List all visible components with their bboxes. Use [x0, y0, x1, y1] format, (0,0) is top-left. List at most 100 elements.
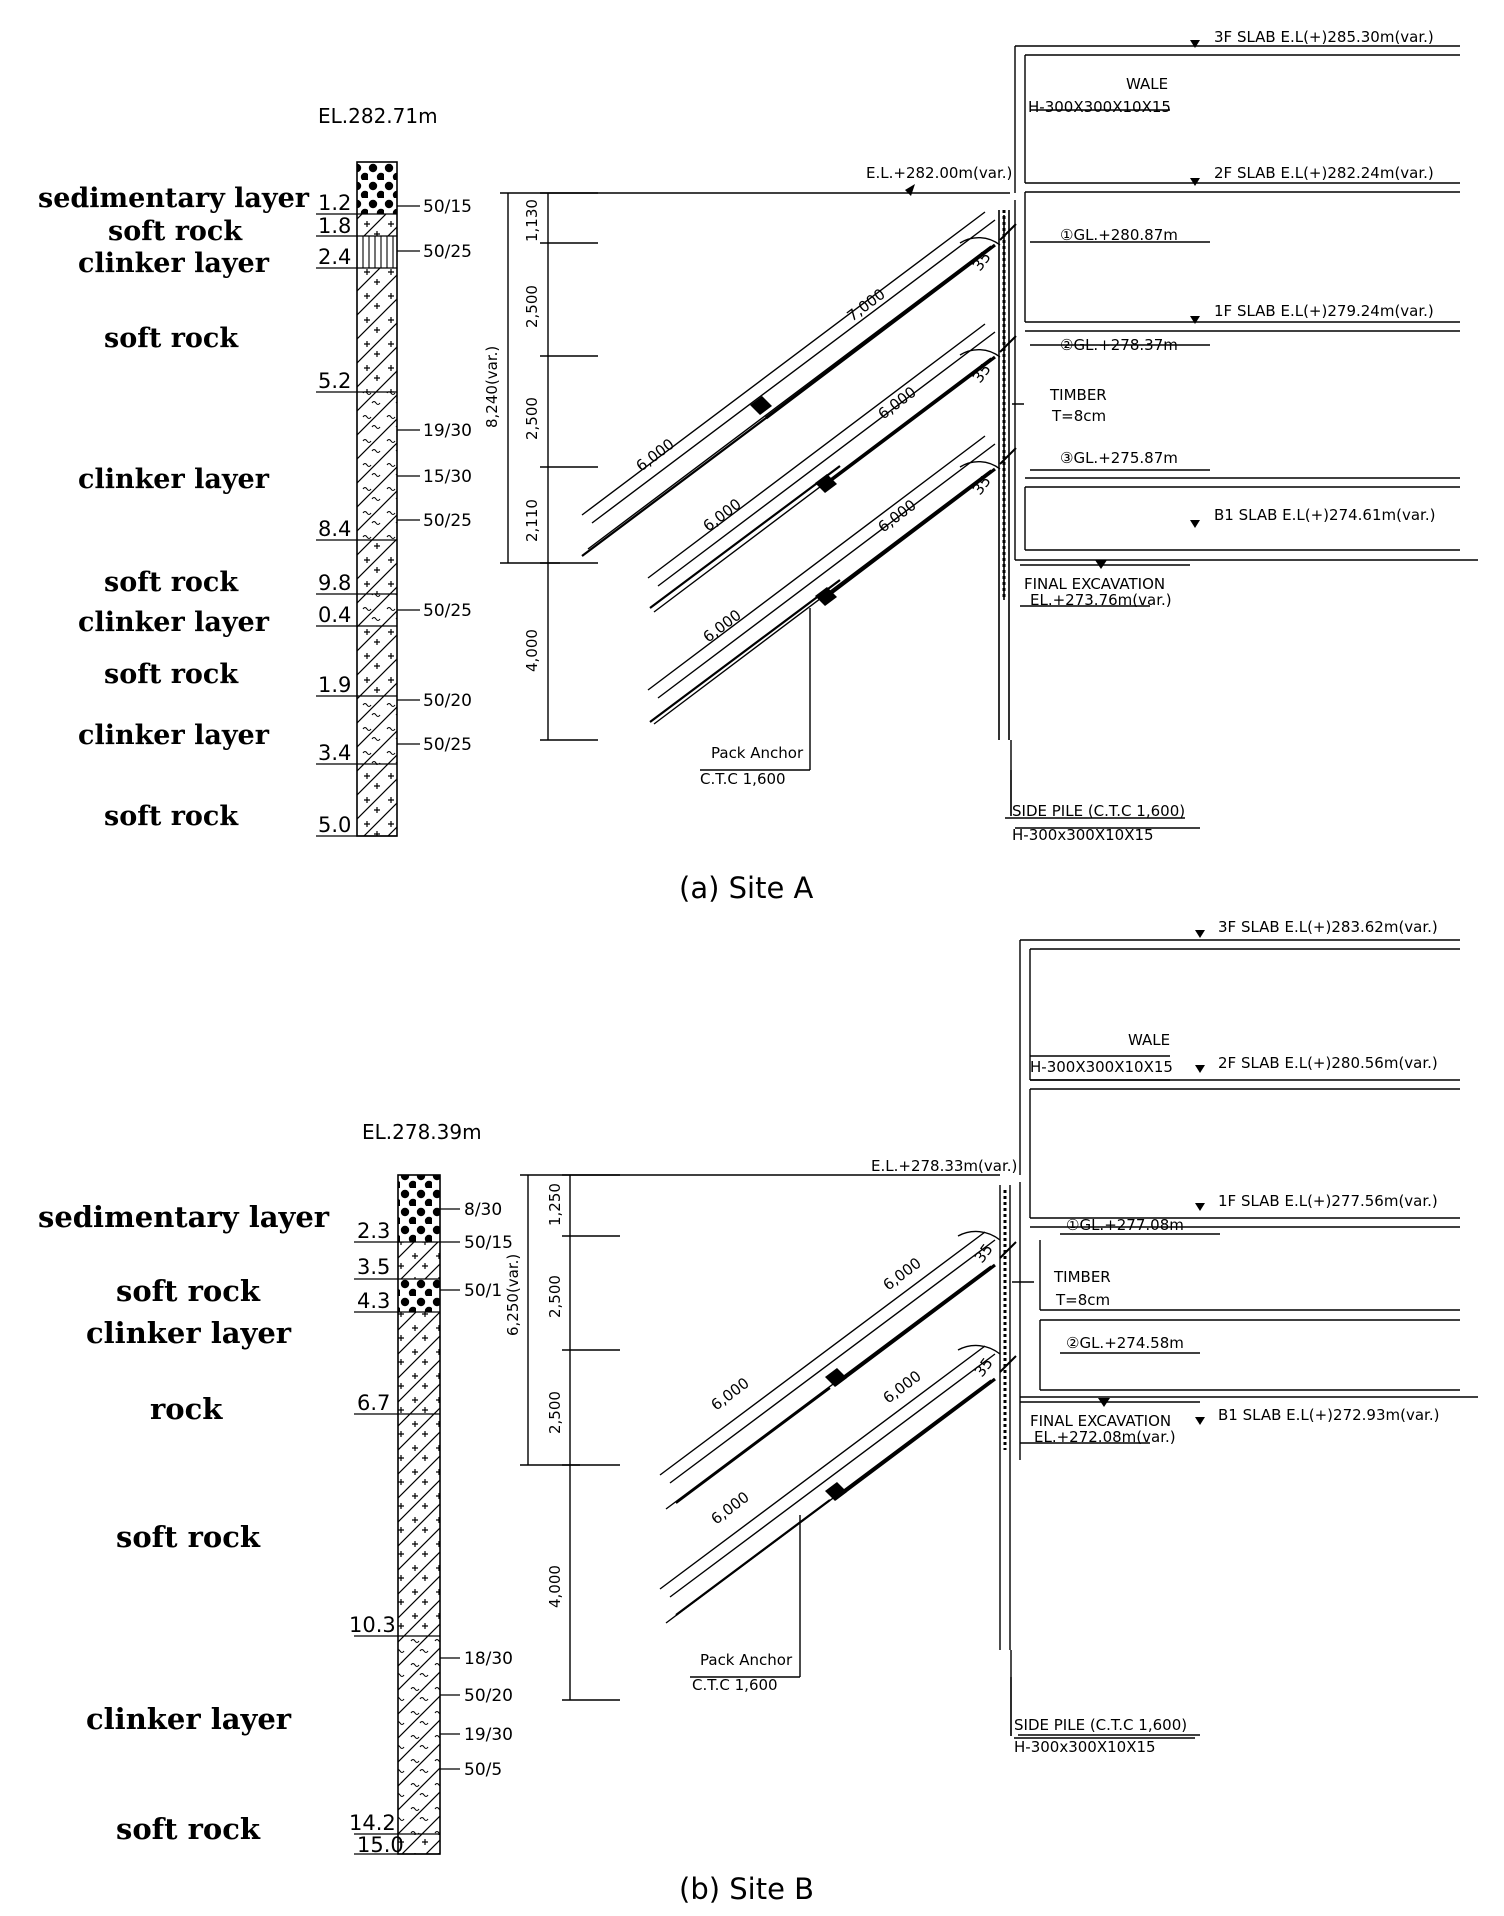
soil-label: clinker layer [86, 1702, 292, 1736]
layer-soft-rock [357, 626, 397, 696]
wale-label: WALE [1128, 1031, 1170, 1049]
dimension-label: 4,000 [546, 1565, 564, 1608]
spt-value: 50/25 [423, 242, 472, 262]
dimension-label: 2,110 [523, 499, 541, 542]
dimension-label: 4,000 [523, 629, 541, 672]
depth-label: 8.4 [318, 517, 351, 541]
bond-length-label: 6,000 [633, 435, 678, 475]
spt-value: 50/25 [423, 601, 472, 621]
soil-label: soft rock [104, 659, 239, 690]
layer-rock [398, 1312, 440, 1414]
spt-value: 18/30 [464, 1649, 513, 1669]
depth-label: 1.9 [318, 673, 351, 697]
soil-label: rock [150, 1392, 223, 1426]
angle-label: 35 [969, 248, 995, 274]
depth-label: 3.5 [357, 1255, 390, 1279]
spt-value: 50/15 [423, 197, 472, 217]
depth-label: 0.4 [318, 603, 351, 627]
dimension-label: 2,500 [546, 1391, 564, 1434]
caption-a: (a) Site A [679, 871, 814, 905]
layer-clinker [357, 392, 397, 540]
free-length-label: 6,000 [880, 1367, 925, 1407]
final-excavation-elevation: EL.+272.08m(var.) [1034, 1428, 1176, 1446]
side-pile-label: SIDE PILE (C.T.C 1,600) [1014, 1716, 1187, 1734]
soil-label: soft rock [108, 216, 243, 247]
spt-value: 50/1 [464, 1281, 502, 1301]
total-dimension-label: 6,250(var.) [504, 1254, 522, 1336]
depth-label: 5.0 [318, 813, 351, 837]
depth-label: 4.3 [357, 1289, 390, 1313]
bond-length-label: 6,000 [708, 1374, 753, 1414]
angle-label: 35 [969, 360, 995, 386]
layer-soft-rock [357, 540, 397, 594]
spt-value: 19/30 [423, 421, 472, 441]
dimension-label: 2,500 [523, 397, 541, 440]
timber-label: TIMBER [1049, 386, 1107, 404]
dimension-label: 1,250 [546, 1183, 564, 1226]
side-pile-section: H-300x300X10X15 [1014, 1738, 1156, 1756]
soil-label: clinker layer [78, 720, 270, 751]
bond-length-label: 6,000 [708, 1488, 753, 1528]
spt-value: 50/25 [423, 511, 472, 531]
layer-clinker [357, 696, 397, 764]
panel-a: EL.282.71m sedimentary layer soft rock c… [38, 28, 1478, 905]
pack-anchor-label: Pack Anchor [711, 744, 804, 762]
slab-label: 1F SLAB E.L(+)277.56m(var.) [1218, 1192, 1438, 1210]
spt-value: 19/30 [464, 1725, 513, 1745]
angle-label: 35 [971, 1354, 997, 1380]
top-elevation-label: EL.282.71m [318, 104, 438, 128]
depth-label: 10.3 [349, 1613, 396, 1637]
soil-label: sedimentary layer [38, 1200, 330, 1234]
layer-sedimentary [357, 162, 397, 214]
depth-label: 1.2 [318, 191, 351, 215]
ground-elevation-label: E.L.+278.33m(var.) [871, 1157, 1017, 1175]
final-excavation-label: FINAL EXCAVATION [1030, 1412, 1171, 1430]
layer-clinker [357, 236, 397, 268]
layer-clinker [398, 1279, 440, 1312]
soil-label: soft rock [104, 801, 239, 832]
pack-anchor-body [815, 474, 837, 493]
layer-soft-rock [398, 1414, 440, 1636]
depth-label: 2.4 [318, 245, 351, 269]
wale-section-label: H-300X300X10X15 [1028, 98, 1171, 116]
soil-label: soft rock [116, 1274, 261, 1308]
layer-soft-rock [357, 268, 397, 392]
soil-label: clinker layer [78, 464, 270, 495]
depth-label: 3.4 [318, 741, 351, 765]
slab-label: 3F SLAB E.L(+)285.30m(var.) [1214, 28, 1434, 46]
wale-label: WALE [1126, 75, 1168, 93]
spt-value: 50/20 [423, 691, 472, 711]
wale-section-label: H-300X300X10X15 [1030, 1058, 1173, 1076]
borehole-log-a: EL.282.71m sedimentary layer soft rock c… [38, 104, 472, 837]
panel-b: EL.278.39m sedimentary layer soft rock c… [38, 918, 1478, 1906]
timber-thickness-label: T=8cm [1055, 1291, 1110, 1309]
depth-label: 5.2 [318, 369, 351, 393]
top-elevation-label: EL.278.39m [362, 1120, 482, 1144]
pack-anchor-body [825, 1482, 847, 1501]
spt-value: 50/20 [464, 1686, 513, 1706]
depth-label: 6.7 [357, 1391, 390, 1415]
anchor-level-label: ①GL.+280.87m [1060, 226, 1178, 244]
slab-label: 2F SLAB E.L(+)280.56m(var.) [1218, 1054, 1438, 1072]
soil-label: soft rock [116, 1812, 261, 1846]
anchor-level-label: ②GL.+278.37m [1060, 336, 1178, 354]
layer-sedimentary [398, 1175, 440, 1242]
spt-value: 50/25 [423, 735, 472, 755]
caption-b: (b) Site B [679, 1872, 814, 1906]
pack-anchor-body [815, 587, 837, 606]
dimension-label: 1,130 [523, 199, 541, 242]
spt-value: 15/30 [423, 467, 472, 487]
soil-label: soft rock [104, 323, 239, 354]
pack-anchor-body [825, 1368, 847, 1387]
timber-thickness-label: T=8cm [1051, 407, 1106, 425]
layer-soft-rock [398, 1242, 440, 1279]
side-pile-label: SIDE PILE (C.T.C 1,600) [1012, 802, 1185, 820]
pack-anchor-body [750, 396, 772, 415]
section-drawing-b: E.L.+278.33m(var.) 3F SLAB E.L(+)283.62m… [504, 918, 1478, 1756]
depth-label: 15.0 [357, 1833, 404, 1857]
slab-label: 3F SLAB E.L(+)283.62m(var.) [1218, 918, 1438, 936]
pack-anchor-label: Pack Anchor [700, 1651, 793, 1669]
free-length-label: 6,000 [880, 1254, 925, 1294]
pack-anchor-spacing: C.T.C 1,600 [700, 770, 786, 788]
